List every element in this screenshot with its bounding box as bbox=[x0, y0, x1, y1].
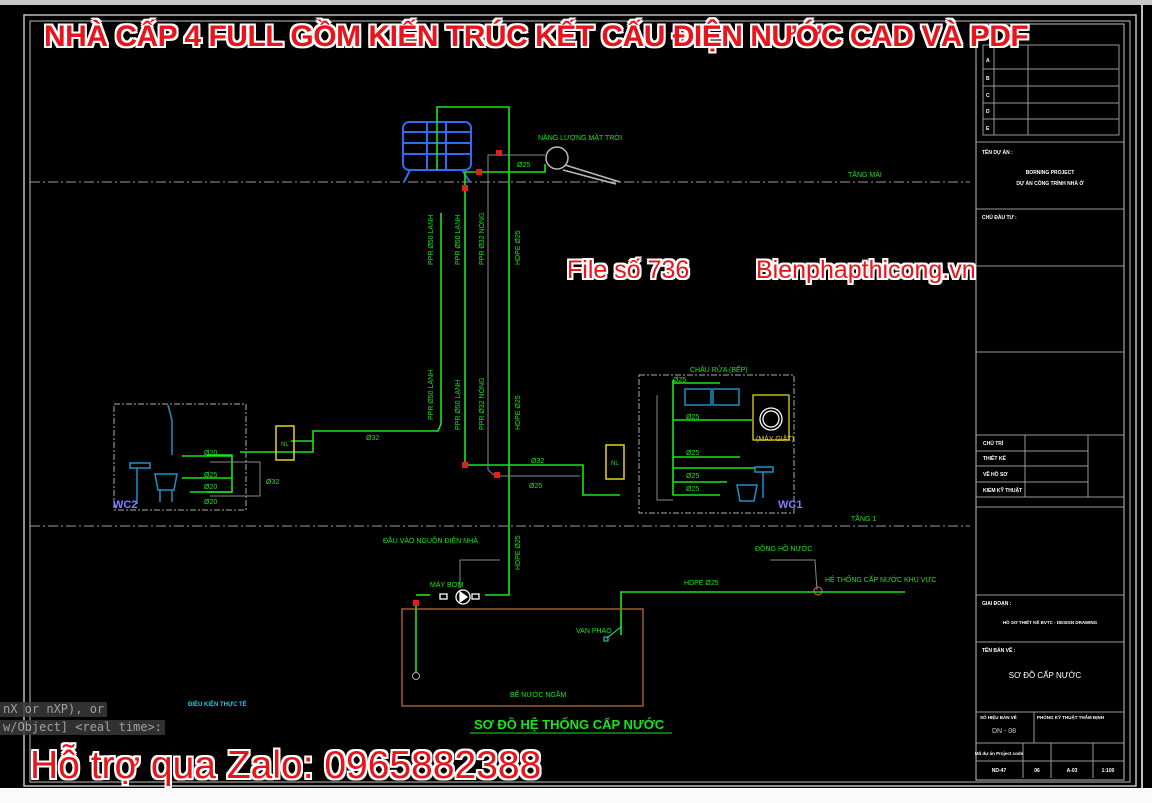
title-block bbox=[976, 44, 1124, 778]
svg-text:Ø25: Ø25 bbox=[673, 377, 686, 384]
svg-text:KIỂM KỸ THUẬT: KIỂM KỸ THUẬT bbox=[983, 487, 1022, 494]
sanitary-fixtures-icon bbox=[129, 388, 774, 504]
svg-text:A-03: A-03 bbox=[1067, 768, 1078, 774]
svg-text:Ø32: Ø32 bbox=[366, 435, 379, 442]
tank-label: BỂ NƯỚC NGẦM bbox=[510, 689, 566, 699]
svg-text:PPR Ø50 LẠNH: PPR Ø50 LẠNH bbox=[428, 215, 435, 265]
pipe-size-labels: Ø32 Ø32 Ø25 Ø20 Ø25 Ø20 Ø20 Ø32 Ø25 Ø25 … bbox=[204, 377, 699, 506]
meter-label: ĐỒNG HỒ NƯỚC bbox=[755, 543, 812, 553]
power-in-label: ĐẦU VÀO NGUỒN ĐIỆN NHÀ bbox=[383, 535, 478, 545]
svg-text:GIAI ĐOẠN :: GIAI ĐOẠN : bbox=[982, 601, 1012, 607]
valve-icons bbox=[413, 150, 502, 606]
pump-icon bbox=[439, 589, 480, 605]
svg-text:Ø25: Ø25 bbox=[686, 473, 699, 480]
watermark-file-no: File số 736 bbox=[567, 256, 690, 284]
svg-text:Mã dự án Project code: Mã dự án Project code bbox=[975, 751, 1024, 756]
riser-labels: PPR Ø50 LẠNH PPR Ø50 LẠNH PPR Ø32 NÓNG H… bbox=[428, 212, 522, 570]
window-top-edge bbox=[0, 0, 1152, 5]
solar-label: NĂNG LƯỢNG MẶT TRỜI bbox=[538, 133, 622, 142]
float-valve-icon bbox=[603, 626, 622, 642]
svg-text:HDPE Ø25: HDPE Ø25 bbox=[515, 395, 522, 430]
svg-text:D: D bbox=[986, 109, 990, 115]
washer-label: (MÁY GIẶT) bbox=[756, 434, 794, 443]
svg-text:HDPE Ø25: HDPE Ø25 bbox=[515, 535, 522, 570]
svg-text:Ø25: Ø25 bbox=[686, 450, 699, 457]
heater-label: NL bbox=[611, 461, 619, 467]
svg-text:HỒ SƠ THIẾT KẾ BVTC - DESIGN D: HỒ SƠ THIẾT KẾ BVTC - DESIGN DRAWING bbox=[1003, 619, 1098, 625]
svg-text:CHỦ TRÌ: CHỦ TRÌ bbox=[983, 439, 1004, 447]
watermark-support: Hỗ trợ qua Zalo: 0965882388 bbox=[30, 744, 542, 787]
level-lines bbox=[30, 181, 970, 527]
underground-tank bbox=[401, 608, 644, 707]
svg-text:PPR Ø50 LẠNH: PPR Ø50 LẠNH bbox=[455, 215, 462, 265]
watermark-site: Bienphapthicong.vn bbox=[756, 256, 976, 284]
svg-text:Ø32: Ø32 bbox=[266, 479, 279, 486]
svg-text:HDPE Ø25: HDPE Ø25 bbox=[515, 230, 522, 265]
svg-text:SỐ HIỆU BẢN VẼ: SỐ HIỆU BẢN VẼ bbox=[980, 713, 1017, 720]
pump-label: MÁY BƠM bbox=[430, 580, 464, 589]
svg-text:SƠ ĐỒ CẤP NƯỚC: SƠ ĐỒ CẤP NƯỚC bbox=[1009, 670, 1082, 680]
washing-machine-icon bbox=[752, 394, 790, 441]
foot-valve-icon bbox=[412, 672, 420, 680]
svg-text:1:100: 1:100 bbox=[1102, 768, 1115, 774]
wc2-label: WC2 bbox=[113, 499, 137, 511]
level-roof-label: TẦNG MÁI bbox=[848, 169, 882, 179]
water-pipes bbox=[182, 106, 905, 672]
level-floor1-label: TẦNG 1 bbox=[851, 513, 876, 523]
svg-text:ND-47: ND-47 bbox=[992, 768, 1007, 774]
svg-text:A: A bbox=[986, 58, 990, 64]
main-pipe-label: HDPE Ø25 bbox=[684, 580, 719, 587]
note-label: ĐIỀU KIỆN THỰC TẾ bbox=[188, 700, 247, 708]
svg-text:Ø25: Ø25 bbox=[686, 414, 699, 421]
svg-text:06: 06 bbox=[1034, 768, 1040, 774]
svg-text:Ø25: Ø25 bbox=[204, 472, 217, 479]
title-block-text: A B C D E TÊN DỰ ÁN : BORNING PROJECT DỰ… bbox=[975, 58, 1115, 774]
svg-text:C: C bbox=[986, 93, 990, 99]
svg-text:DỰ ÁN CÔNG TRÌNH NHÀ Ở: DỰ ÁN CÔNG TRÌNH NHÀ Ở bbox=[1016, 179, 1084, 187]
svg-text:PPR Ø32 NÓNG: PPR Ø32 NÓNG bbox=[477, 212, 486, 265]
thin-pipes bbox=[210, 154, 818, 591]
svg-text:PPR Ø50 LẠNH: PPR Ø50 LẠNH bbox=[428, 370, 435, 420]
svg-text:E: E bbox=[986, 126, 990, 132]
svg-text:DN - 08: DN - 08 bbox=[992, 728, 1016, 735]
solar-heater-icon bbox=[545, 146, 621, 185]
svg-text:TÊN DỰ ÁN :: TÊN DỰ ÁN : bbox=[982, 148, 1013, 156]
svg-text:PPR Ø32 NÓNG: PPR Ø32 NÓNG bbox=[477, 377, 486, 430]
pipe-label: Ø25 bbox=[517, 162, 530, 169]
svg-text:TÊN BẢN VẼ :: TÊN BẢN VẼ : bbox=[982, 646, 1016, 654]
svg-text:B: B bbox=[986, 76, 990, 82]
watermark-title: NHÀ CẤP 4 FULL GỒM KIẾN TRÚC KẾT CẤU ĐIỆ… bbox=[44, 20, 1029, 53]
drawing-frame bbox=[23, 5, 1143, 788]
svg-text:CHỦ ĐẦU TƯ :: CHỦ ĐẦU TƯ : bbox=[982, 214, 1017, 221]
svg-text:Ø25: Ø25 bbox=[529, 483, 542, 490]
command-line-prompt[interactable]: w/Object] <real time>: bbox=[0, 720, 165, 735]
float-valve-label: VAN PHAO bbox=[576, 628, 612, 635]
room-outlines bbox=[113, 374, 795, 514]
svg-text:Ø32: Ø32 bbox=[531, 458, 544, 465]
heater-label: NL bbox=[281, 442, 289, 448]
command-line-history: nX or nXP), or bbox=[0, 702, 108, 717]
wc1-label: WC1 bbox=[778, 499, 802, 511]
supply-label: HỆ THỐNG CẤP NƯỚC KHU VỰC bbox=[825, 574, 936, 584]
sink-label: CHẬU RỬA (BẾP) bbox=[690, 364, 748, 374]
svg-text:Ø20: Ø20 bbox=[204, 499, 217, 506]
water-meter-icon bbox=[813, 586, 823, 596]
svg-text:VẼ HỒ SƠ: VẼ HỒ SƠ bbox=[983, 471, 1008, 478]
drawing-title: SƠ ĐỒ HỆ THỐNG CẤP NƯỚC bbox=[474, 717, 665, 732]
svg-text:Ø20: Ø20 bbox=[204, 450, 217, 457]
svg-text:Ø25: Ø25 bbox=[686, 486, 699, 493]
svg-text:THIẾT KẾ: THIẾT KẾ bbox=[983, 455, 1006, 462]
svg-text:PHÒNG KỸ THUẬT THẨM ĐỊNH: PHÒNG KỸ THUẬT THẨM ĐỊNH bbox=[1037, 713, 1104, 720]
water-heater-icon bbox=[275, 425, 625, 480]
svg-text:PPR Ø50 LẠNH: PPR Ø50 LẠNH bbox=[455, 380, 462, 430]
window-bottom-edge bbox=[0, 788, 1152, 803]
svg-text:BORNING PROJECT: BORNING PROJECT bbox=[1026, 170, 1075, 176]
svg-text:Ø20: Ø20 bbox=[204, 484, 217, 491]
